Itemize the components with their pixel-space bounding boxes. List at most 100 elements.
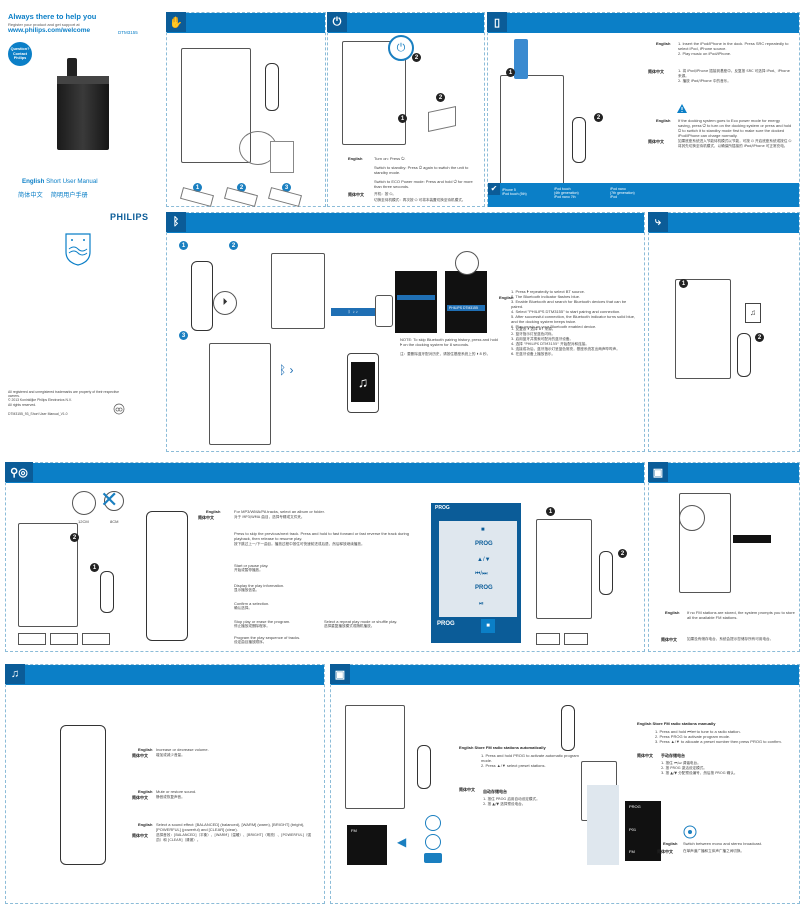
prog-item-3: ▲/▼	[477, 557, 491, 563]
bluetooth-bar	[167, 213, 644, 233]
compat-item-2: iPod touch (4th generation) iPod nano 7t…	[554, 187, 579, 199]
store-radio-icon: ▣	[330, 664, 350, 684]
store-auto-zh-title: 自动存储电台	[483, 789, 507, 794]
store-auto-zh: 1. 按住 PROG 启用自动设定模式。 2. 按 ▲/▼ 选择预设电台。	[483, 797, 540, 806]
store-auto-en: 1. Press and hold PROG to activate autom…	[481, 753, 579, 768]
radio-display	[733, 535, 771, 543]
prog-title: PROG	[435, 505, 450, 511]
bt-pair-arrow: ᛒ ♪ ♪	[331, 308, 375, 316]
music-note-icon: ♫	[351, 362, 375, 402]
warning-icon	[677, 104, 687, 113]
battery-step-1	[179, 187, 215, 207]
cd-r2-en: Press to skip the previous/next track. P…	[234, 531, 409, 541]
compat-item-3: iPod nano (7th generation) iPod	[610, 187, 635, 199]
sound-remote-drawing	[60, 725, 106, 865]
radio-bar	[649, 463, 799, 483]
sound-vol-en-label: English	[138, 747, 153, 752]
power-zh-1: 开机：按 ⏻。	[374, 192, 396, 196]
bt-speaker-bottom	[209, 343, 271, 445]
store-man-zh-label: 简体中文	[637, 753, 653, 758]
cd-speaker-right	[536, 519, 592, 619]
outlet-drawing	[428, 106, 456, 132]
cd-r6b-en: Select a repeat play mode or shuffle pla…	[324, 619, 398, 624]
bt-steps-zh: 1. 反复按 ⏵ 选择 BT 来源。 2. 蓝牙指示灯呈蓝色闪烁。 3. 启用蓝…	[511, 327, 620, 356]
sound-mute-zh-label: 简体中文	[132, 795, 148, 800]
setup-panel: ✋ 1 2 3	[166, 12, 326, 207]
recycle-icon	[113, 403, 125, 415]
cover-headline: Always there to help you	[8, 12, 97, 21]
bt-screen-callout	[455, 251, 479, 275]
setup-bar	[167, 13, 325, 33]
store-screen-1: FM	[347, 825, 387, 865]
ipod-note-zh-label: 简体中文	[648, 139, 664, 144]
cd-r6-en: Stop play or erase the program.	[234, 619, 291, 624]
sound-vol-en: Increase or decrease volume.	[156, 747, 209, 752]
cd-r7-zh: 设定曲目播放顺序。	[234, 640, 267, 644]
cd-r5-zh: 确认选择。	[234, 606, 252, 610]
prog-item-1: ■	[481, 527, 485, 533]
cover-url[interactable]: www.philips.com/welcome	[8, 27, 91, 34]
ipod-zh-label: 简体中文	[648, 69, 664, 74]
bluetooth-panel: ᛒ 1 ⏵ 2 ᛒ ♪ ♪ PHILIPS DTM3155 3 ᛒ › ♫ En…	[166, 212, 645, 452]
store-button-stack	[421, 815, 445, 875]
ipod-device-icon: ▯	[487, 12, 507, 32]
power-zh-2: 切换至待机模式：再次按 ⏻ 可将本装置切换至待机模式。	[374, 198, 466, 202]
cd-en-label-1: English	[206, 509, 221, 514]
store-screen-2-band: FM	[629, 849, 635, 854]
bt-device-entry[interactable]: PHILIPS DTM3155	[447, 305, 485, 311]
store-man-zh-title: 手动存储电台	[661, 753, 685, 758]
ipod-en-text: 1. Insert the iPod/iPhone in the dock. P…	[678, 41, 789, 56]
manual-en-suffix: Short User Manual	[44, 178, 98, 185]
power-button-callout[interactable]: ⏻	[388, 35, 414, 61]
store-remote-auto	[417, 745, 431, 789]
store-panel: ▣ English Store FM radio stations automa…	[330, 664, 800, 904]
sound-eq-zh-label: 简体中文	[132, 833, 148, 838]
store-speaker-drawing	[345, 705, 405, 809]
cd-speaker-drawing	[18, 523, 78, 627]
sound-eq-en: Select a sound effect: [BALANCED] (balan…	[156, 822, 305, 832]
manual-zh-suffix: 简明用户手册	[50, 192, 88, 199]
question-contact-button[interactable]: Question? Contact Philips	[8, 42, 32, 66]
ipod-en-label: English	[656, 41, 671, 46]
cd-disc-icon: ⚲◎	[5, 462, 33, 482]
cd-r3-zh: 开始或暂停播放。	[234, 568, 263, 572]
store-man-zh: 1. 按住 ⏮/⏭ 调谐电台。 2. 按 PROG 激活设定模式。 3. 按 ▲…	[661, 761, 738, 775]
power-panel: ⏻ ⏻ 2 2 1 English Turn on: Press ⏻. Swit…	[327, 12, 485, 207]
aux-remote-drawing	[737, 333, 751, 377]
store-screen-2-label: PROG	[629, 804, 641, 809]
aux-music-icon: ♫	[745, 303, 761, 323]
cd-r3-en: Start or pause play.	[234, 563, 269, 568]
manual-booklet	[270, 141, 294, 173]
prog-bottom-label: PROG	[437, 621, 455, 627]
cd-instructions: English For MP3/WMA/PA tracks, select an…	[198, 497, 421, 647]
compat-check-badge: ✔	[488, 183, 500, 195]
radio-callout	[679, 505, 705, 531]
ipod-note-zh: 如果底座系统进入节能待机模式以节能，可按 ⏻ 开启底座系统或按住 ⏻ 将其先切换…	[678, 139, 792, 148]
battery-step-3	[267, 187, 303, 207]
radio-panel: ▣ English If no FM stations are stored, …	[648, 462, 800, 652]
prog-stop-button[interactable]: ■	[481, 619, 495, 633]
sound-mute-en-label: English	[138, 789, 153, 794]
manual-en-prefix: English	[22, 178, 45, 185]
battery-step-2	[223, 187, 259, 207]
store-stereo-en: Switch between mono and stereo broadcast…	[683, 841, 762, 846]
bt-screen-2: PHILIPS DTM3155	[445, 271, 487, 333]
aux-bar	[649, 213, 799, 233]
disc-ok-drawing	[72, 491, 96, 515]
doc-code: DTM3155_93_Short User Manual_V1.0	[8, 412, 68, 416]
philips-shield-logo	[65, 233, 91, 266]
cd-r6b-zh: 选择重复播放模式或随机播放。	[324, 624, 375, 628]
store-screen-1-label: FM	[351, 828, 357, 833]
store-manual-buttons	[587, 785, 619, 865]
sound-eq-zh: 选择音效：[BALANCED]（平衡）、[WARM]（温暖）、[BRIGHT]（…	[156, 833, 312, 842]
ipod-panel: ▯ 1 2 English 1. Insert the iPod/iPhone …	[487, 12, 800, 207]
cover-panel: Always there to help you Register your p…	[0, 0, 165, 452]
store-remote-manual	[561, 705, 575, 751]
store-auto-zh-label: 简体中文	[459, 787, 475, 792]
bt-en-label: English	[499, 295, 514, 300]
prog-panel: PROG ■ PROG ▲/▼ ⏮/⏭ PROG ⏯ PROG ■	[431, 503, 521, 643]
cd-r5-en: Confirm a selection.	[234, 601, 270, 606]
sound-eq-en-label: English	[138, 822, 153, 827]
bt-note-zh: 注：要删除蓝牙配对历史，请按住基座系统上的 ⏵ 8 秒。	[400, 352, 491, 356]
power-en-3: Switch to ECO Power mode: Press and hold…	[374, 179, 473, 189]
